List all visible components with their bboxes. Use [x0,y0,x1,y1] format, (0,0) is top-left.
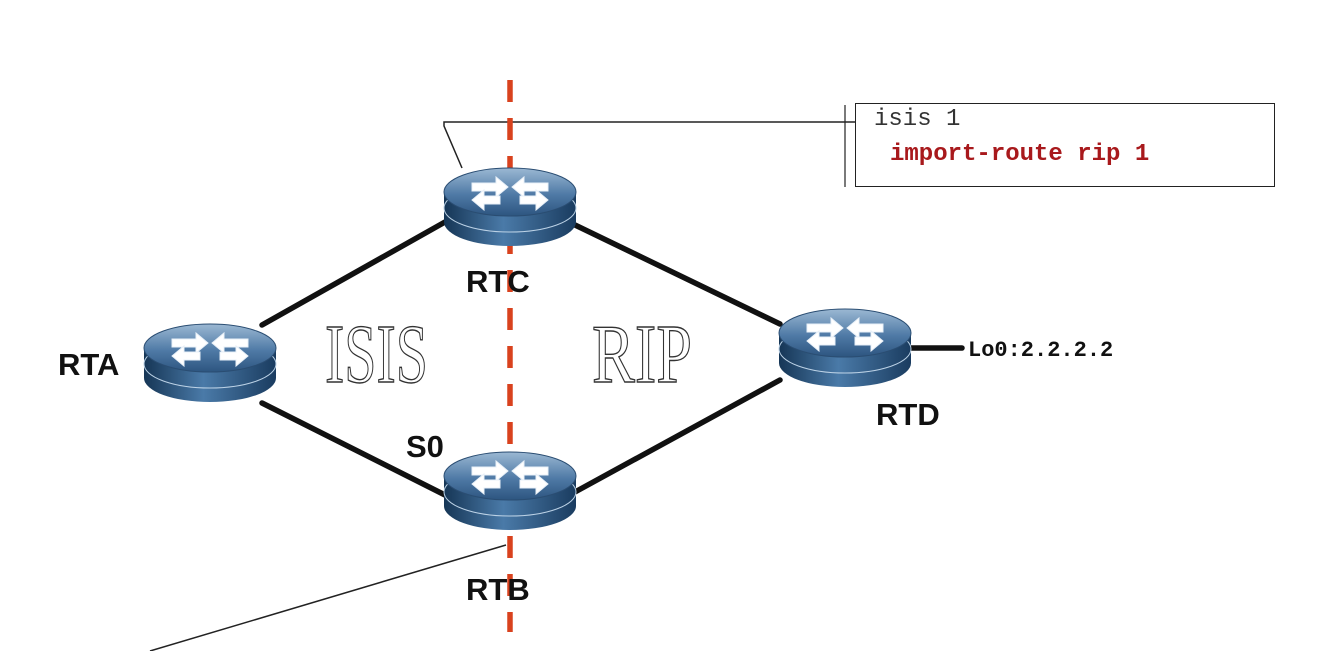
link-rtc-rtd [572,222,783,327]
link-rta-rtc [259,219,448,328]
config-callout-line [443,121,855,169]
router-icon [443,451,577,531]
loopback-label: Lo0:2.2.2.2 [968,338,1113,363]
router-label-rtc: RTC [466,264,530,299]
config-box: isis 1 import-route rip 1 [855,103,1275,187]
config-line-isis: isis 1 [874,106,961,133]
rtb-callout-line [149,544,507,651]
area-label-isis: ISIS [325,308,428,401]
config-line-import-route: import-route rip 1 [890,141,1150,168]
router-rtc [443,167,577,247]
link-rtb-rtd [572,377,783,495]
router-label-rta: RTA [58,347,119,382]
router-rtd [778,308,912,388]
network-links [259,219,965,498]
router-rtb [443,451,577,531]
router-rta [143,323,277,403]
link-rta-rtb [259,400,448,498]
router-label-rtb: RTB [466,572,530,607]
router-icon [443,167,577,247]
router-label-rtd: RTD [876,397,940,432]
interface-label-s0: S0 [406,429,444,464]
router-icon [143,323,277,403]
router-icon [778,308,912,388]
area-label-rip: RIP [592,308,692,401]
